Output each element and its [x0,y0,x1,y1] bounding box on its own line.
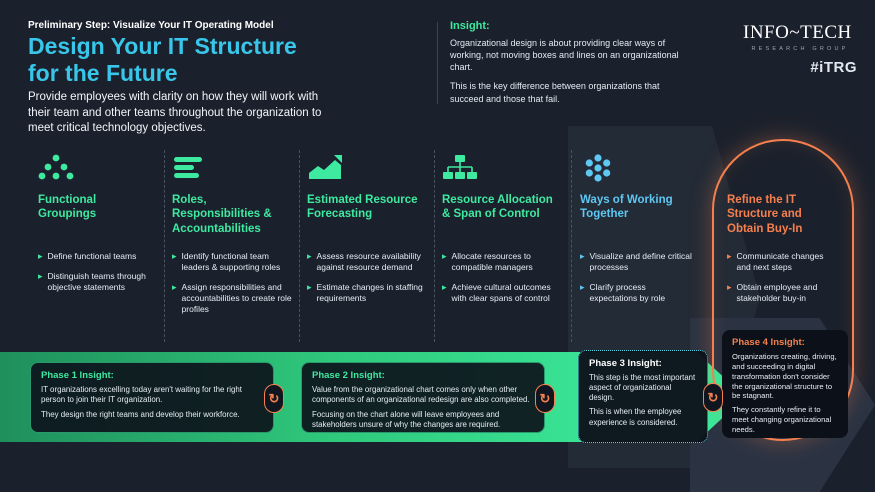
insight-label: Insight: [450,20,490,32]
phase-text-1: This step is the most important aspect o… [589,373,696,403]
bullet-text: Allocate resources to compatible manager… [451,251,533,273]
step-column-ways-of-working: Ways of Working Together ▸ Visualize and … [580,153,692,313]
bullet-arrow-icon: ▸ [172,282,177,293]
step-column-roles-responsibilities: Roles, Responsibilities & Accountabiliti… [172,153,292,324]
loop-arrow-icon: ↻ [703,383,723,412]
page-title-line1: Design Your IT Structure [28,33,297,59]
bullet-item: ▸ Assign responsibilities and accountabil… [172,282,292,315]
phase-text-2: Focusing on the chart alone will leave e… [312,409,501,429]
bullet-item: ▸ Estimate changes in staffing requiremen… [307,282,427,304]
bullet-text: Assess resource availability against res… [316,251,421,273]
loop-arrow-icon: ↻ [535,384,555,413]
bullet-arrow-icon: ▸ [727,282,732,293]
bullet-text: Assign responsibilities and accountabili… [181,282,292,315]
step-title: Roles, Responsibilities & Accountabiliti… [172,194,272,235]
step-bullets: ▸ Define functional teams ▸ Distinguish te… [38,251,156,293]
loop-arrow-icon: ↻ [264,384,284,413]
phase-text-2: This is when the employee experience is … [589,407,682,427]
bullet-arrow-icon: ▸ [442,251,447,261]
growth-chart-icon [307,153,427,193]
refine-capsule-outline [712,139,854,441]
bullet-arrow-icon: ▸ [172,251,177,261]
bullet-item: ▸ Clarify process expectations by role [580,282,692,304]
step-bullets: ▸ Assess resource availability against re… [307,251,427,304]
kicker: Preliminary Step: Visualize Your IT Oper… [28,20,274,31]
step-bullets: ▸ Communicate changes and next steps ▸ Obt… [727,251,839,304]
step-title: Ways of Working Together [580,194,673,221]
insight-block: Insight: Organizational design is about … [450,20,684,112]
step-bullets: ▸ Identify functional team leaders & supp… [172,251,292,315]
bullet-item: ▸ Allocate resources to compatible manage… [442,251,562,273]
step-title: Estimated Resource Forecasting [307,194,418,221]
phase-3-insight-card: Phase 3 Insight: This step is the most i… [578,350,708,443]
bullet-item: ▸ Obtain employee and stakeholder buy-in [727,282,839,304]
bullet-item: ▸ Achieve cultural outcomes with clear sp… [442,282,562,304]
page-subtitle: Provide employees with clarity on how th… [28,91,322,135]
infotech-logo: INFO~TECH [743,22,852,43]
step-title: Resource Allocation & Span of Control [442,194,553,221]
network-nodes-icon [580,153,692,193]
step-bullets: ▸ Allocate resources to compatible manage… [442,251,562,304]
bullet-text: Visualize and define critical processes [589,251,692,273]
org-chart-icon [442,153,562,193]
bullet-text: Communicate changes and next steps [736,251,824,273]
bullet-arrow-icon: ▸ [38,251,43,261]
bullet-text: Obtain employee and stakeholder buy-in [736,282,818,304]
phase-4-insight-card: Phase 4 Insight: Organizations creating,… [722,330,848,438]
page-title: Design Your IT Structure for the Future [28,33,297,86]
phase-text-2: They design the right teams and develop … [41,409,240,419]
phase-text-1: Value from the organizational chart come… [312,385,530,405]
phase-label: Phase 2 Insight: [312,370,385,381]
bullet-arrow-icon: ▸ [442,282,447,293]
bullet-text: Achieve cultural outcomes with clear spa… [451,282,551,304]
column-separator [434,150,435,342]
phase-2-insight-card: Phase 2 Insight: Value from the organiza… [301,362,545,433]
bullet-item: ▸ Identify functional team leaders & supp… [172,251,292,273]
phase-label: Phase 4 Insight: [732,337,805,348]
step-column-resource-allocation: Resource Allocation & Span of Control ▸ A… [442,153,562,313]
phase-label: Phase 3 Insight: [589,358,662,369]
page-title-line2: for the Future [28,59,178,86]
insight-divider [437,22,438,104]
bullet-text: Clarify process expectations by role [589,282,666,304]
bullet-item: ▸ Distinguish teams through objective sta… [38,271,156,293]
bullet-arrow-icon: ▸ [580,251,585,261]
insight-paragraph-2: This is the key difference between organ… [450,81,660,104]
bullet-item: ▸ Communicate changes and next steps [727,251,839,273]
bullet-item: ▸ Define functional teams [38,251,156,262]
bullet-text: Distinguish teams through objective stat… [47,271,146,293]
bullet-arrow-icon: ▸ [38,271,43,282]
bullet-text: Identify functional team leaders & suppo… [181,251,281,273]
phase-label: Phase 1 Insight: [41,370,114,381]
insight-paragraph-1: Organizational design is about providing… [450,38,679,73]
phase-1-insight-card: Phase 1 Insight: IT organizations excell… [30,362,274,433]
bullet-text: Estimate changes in staffing requirement… [316,282,423,304]
column-separator [164,150,165,342]
infotech-logo-subtitle: RESEARCH GROUP [751,46,849,52]
bullet-item: ▸ Assess resource availability against re… [307,251,427,273]
bullet-arrow-icon: ▸ [307,251,312,261]
list-lines-icon [172,153,292,193]
step-column-resource-forecasting: Estimated Resource Forecasting ▸ Assess r… [307,153,427,313]
bullet-item: ▸ Visualize and define critical processes [580,251,692,273]
team-dots-icon [38,153,156,193]
bullet-text: Define functional teams [47,251,137,261]
column-separator [299,150,300,342]
step-bullets: ▸ Visualize and define critical processes… [580,251,692,304]
phase-text-1: Organizations creating, driving, and suc… [732,352,837,401]
phase-text-2: They constantly refine it to meet changi… [732,405,832,435]
step-title: Functional Groupings [38,194,97,221]
column-separator [571,150,572,342]
itrg-logo: #iTRG [810,59,857,76]
phase-text-1: IT organizations excelling today aren't … [41,385,242,405]
bullet-arrow-icon: ▸ [580,282,585,293]
bullet-arrow-icon: ▸ [727,251,732,261]
brand-logo: INFO~TECH RESEARCH GROUP #iTRG [743,22,857,76]
step-column-functional-groupings: Functional Groupings ▸ Define functional … [38,153,156,302]
bullet-arrow-icon: ▸ [307,282,312,293]
